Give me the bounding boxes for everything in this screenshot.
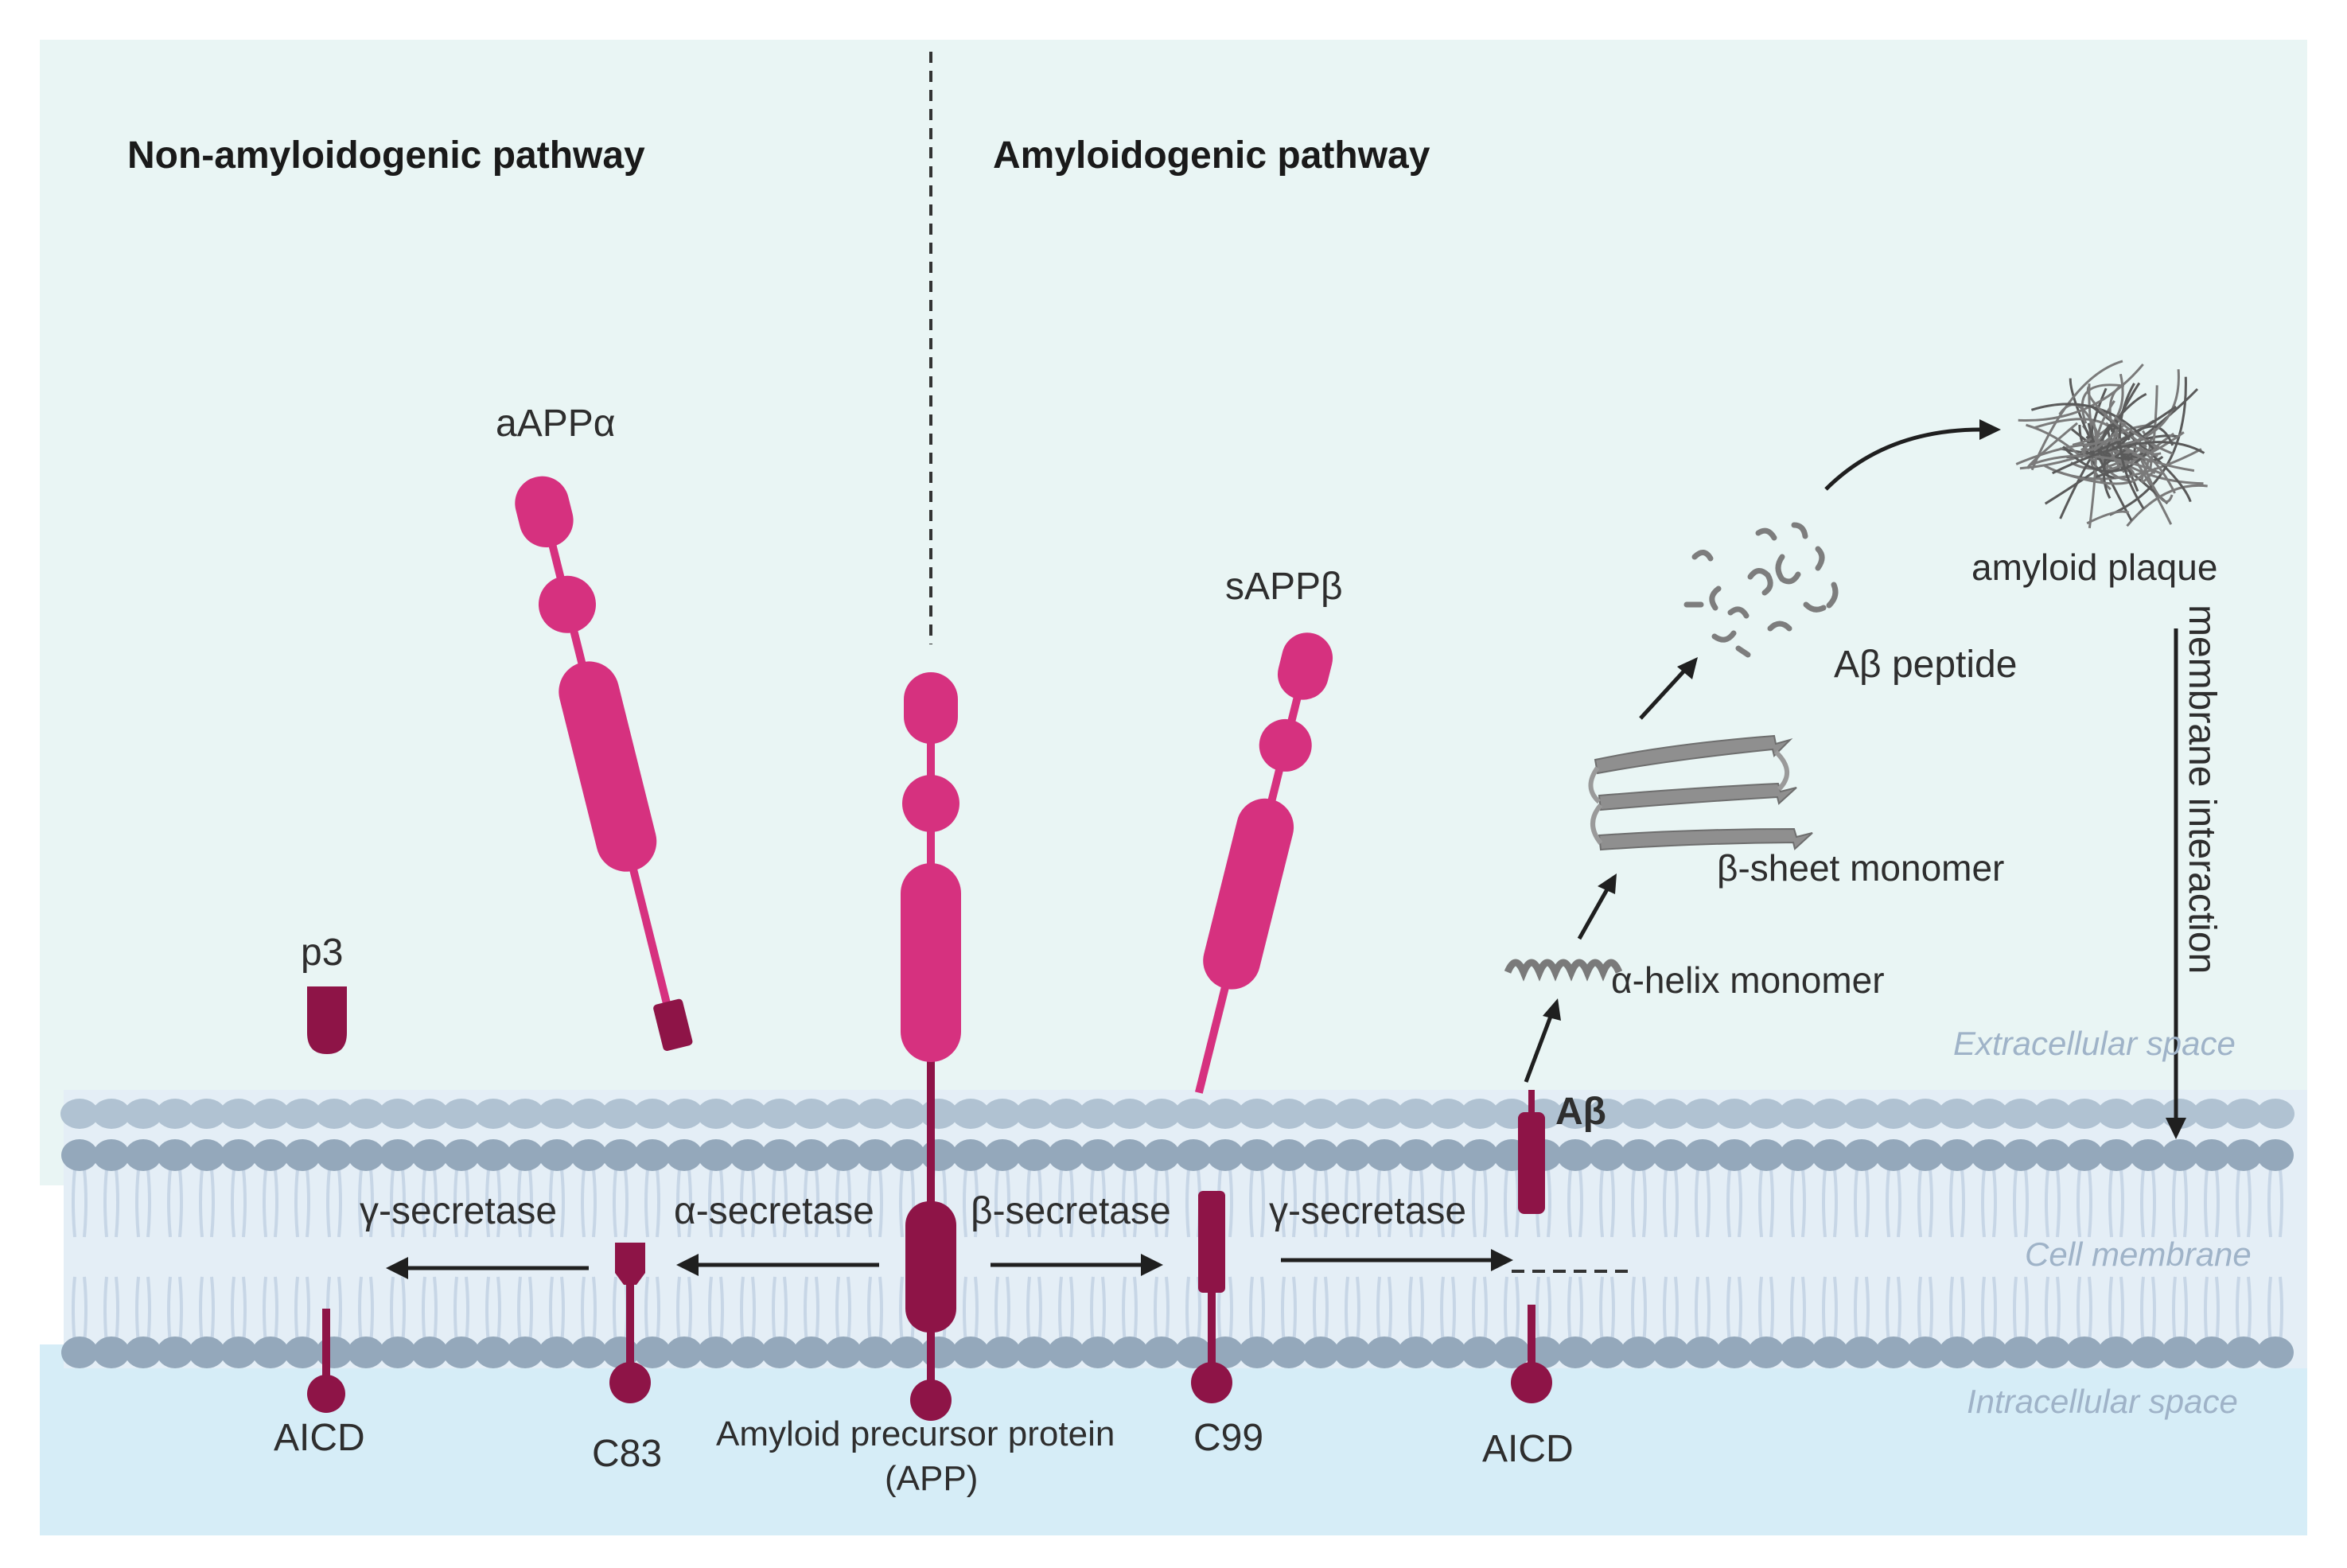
extracellular-space-label: Extracellular space (1953, 1025, 2236, 1062)
membrane-band (64, 1090, 2307, 1368)
app-label-line2: (APP) (885, 1459, 979, 1498)
c83-fragment (609, 1243, 651, 1403)
intracellular-background (40, 1344, 2307, 1535)
saPPa-fragment (515, 476, 693, 1052)
extracellular-background (40, 40, 2307, 1185)
amyloid-plaque-label: amyloid plaque (1971, 547, 2218, 588)
abeta-peptide-label: Aβ peptide (1834, 644, 2018, 686)
c83-label: C83 (592, 1433, 663, 1475)
aicd-left-label: AICD (274, 1417, 365, 1459)
p3-label: p3 (301, 932, 344, 974)
alpha-secretase-label: α-secretase (674, 1190, 874, 1232)
beta-sheet-label: β-sheet monomer (1717, 847, 2005, 889)
app-protein (901, 672, 961, 1421)
abeta-fragment (1518, 1090, 1545, 1214)
sappb-fragment (1195, 632, 1333, 1094)
alpha-helix-monomer (1504, 959, 1623, 982)
aicd-left-fragment (307, 1309, 345, 1413)
abeta-label: Aβ (1555, 1091, 1606, 1133)
sappb-label: sAPPβ (1225, 566, 1343, 608)
gamma-secretase-left-label: γ-secretase (360, 1190, 558, 1232)
beta-sheet-monomer (1588, 734, 1813, 851)
beta-secretase-label: β-secretase (971, 1190, 1171, 1232)
app-label-line1: Amyloid precursor protein (716, 1414, 1115, 1453)
aicd-right-fragment (1511, 1305, 1552, 1403)
saPPa-label: aAPPα (496, 403, 616, 445)
amyloid-plaque-fibrils (2015, 360, 2208, 528)
cell-membrane-label: Cell membrane (2025, 1235, 2252, 1273)
amyloidogenic-header: Amyloidogenic pathway (993, 134, 1430, 177)
intracellular-space-label: Intracellular space (1967, 1383, 2238, 1420)
p3-fragment (307, 986, 347, 1054)
c99-label: C99 (1193, 1417, 1264, 1459)
gamma-secretase-right-label: γ-secretase (1269, 1190, 1467, 1232)
alpha-helix-label: α-helix monomer (1611, 959, 1885, 1001)
aggregation-arrows (1524, 419, 2186, 1139)
aicd-right-label: AICD (1482, 1428, 1574, 1470)
secretase-arrows (386, 1249, 1513, 1279)
non-amyloidogenic-header: Non-amyloidogenic pathway (127, 134, 645, 177)
c99-fragment (1191, 1191, 1232, 1403)
cell-membrane-bilayer (60, 1099, 2294, 1368)
abeta-peptide-fragments (1683, 522, 1839, 658)
membrane-interaction-label: membrane interaction (2181, 605, 2223, 975)
